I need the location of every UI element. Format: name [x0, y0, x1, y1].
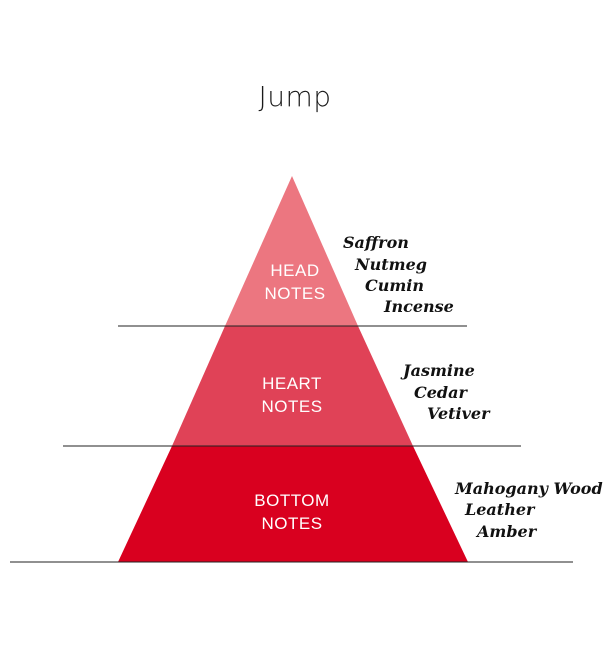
head-notes-label-line2: NOTES	[264, 284, 325, 303]
bottom-notes-tier	[118, 446, 468, 562]
head-note-item: Nutmeg	[354, 255, 427, 274]
head-note-item: Cumin	[365, 276, 424, 295]
bottom-note-item: Leather	[464, 500, 536, 519]
bottom-notes-label-line1: BOTTOM	[254, 491, 329, 510]
bottom-notes-label-line2: NOTES	[261, 514, 322, 533]
head-note-item: Saffron	[343, 233, 409, 252]
bottom-note-item: Amber	[475, 522, 538, 541]
heart-notes-tier	[172, 326, 413, 446]
head-note-item: Incense	[383, 297, 454, 316]
heart-note-item: Cedar	[414, 383, 468, 402]
heart-note-item: Vetiver	[427, 404, 491, 423]
heart-note-item: Jasmine	[400, 361, 475, 380]
heart-notes-label-line1: HEART	[262, 374, 322, 393]
bottom-note-item: Mahogany Wood	[454, 479, 603, 498]
head-notes-label-line1: HEAD	[270, 261, 319, 280]
page-title: Jump	[258, 80, 332, 113]
heart-notes-label-line2: NOTES	[261, 397, 322, 416]
head-notes-tier	[225, 176, 358, 326]
